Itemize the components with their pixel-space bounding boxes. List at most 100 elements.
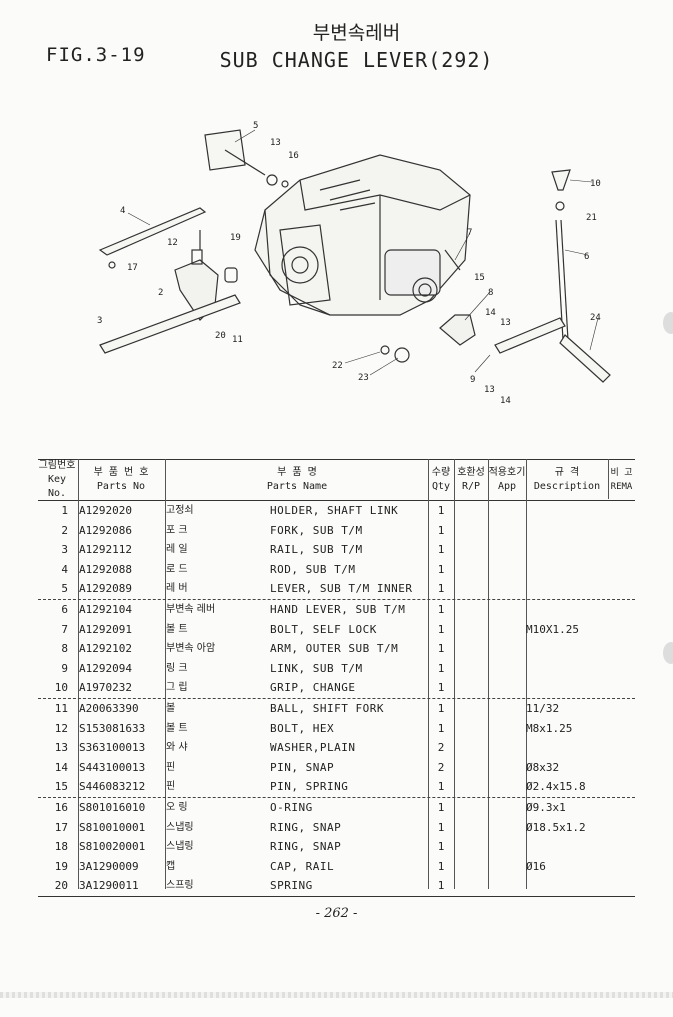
part-number: A1292086	[79, 523, 132, 537]
part-name-korean: 포 크	[166, 524, 188, 536]
quantity: 2	[437, 741, 445, 755]
svg-text:2: 2	[158, 288, 163, 298]
column-divider	[526, 459, 527, 889]
quantity: 1	[437, 820, 445, 834]
col-app-ko: 적용호기	[488, 467, 526, 478]
part-name: SPRING	[270, 879, 313, 893]
col-parts-no-en: Parts No	[96, 481, 146, 492]
part-name: WASHER,PLAIN	[270, 741, 356, 755]
part-name: BOLT, SELF LOCK	[270, 622, 377, 636]
hand-lever-drawing	[551, 169, 571, 341]
table-row: 13 S363100013 와 샤 WASHER,PLAIN 2	[38, 738, 635, 758]
svg-text:22: 22	[332, 361, 343, 371]
part-name-korean: 핀	[166, 781, 176, 793]
outer-arm-drawing	[439, 314, 476, 346]
fig-label: FIG.3-19	[46, 44, 146, 66]
description: Ø8x32	[526, 760, 560, 774]
part-name-korean: 볼	[166, 702, 176, 714]
svg-text:23: 23	[358, 373, 369, 383]
scan-edge	[0, 992, 673, 998]
part-name-korean: 핀	[166, 761, 176, 773]
quantity: 1	[437, 582, 445, 596]
quantity: 1	[437, 602, 445, 616]
col-parts-name: 부 품 명 Parts Name	[166, 460, 428, 500]
svg-text:8: 8	[488, 288, 493, 298]
col-description-en: Description	[533, 481, 601, 492]
part-name: BALL, SHIFT FORK	[270, 701, 384, 715]
part-name-korean: 고정쇠	[166, 505, 194, 516]
holder-shaft-link-drawing	[204, 129, 289, 188]
part-number: A20063390	[79, 701, 139, 715]
key-no: 15	[54, 780, 68, 794]
column-divider	[454, 459, 455, 889]
part-name: RAIL, SUB T/M	[270, 543, 363, 557]
quantity: 1	[437, 701, 445, 715]
col-rp-ko: 호환성	[457, 467, 485, 478]
quantity: 1	[437, 562, 445, 576]
column-divider	[78, 459, 79, 889]
part-name: LEVER, SUB T/M INNER	[270, 582, 413, 596]
column-divider	[608, 459, 609, 499]
parts-table: 그림번호 Key No. 부 품 번 호 Parts No 부 품 명 Part…	[38, 459, 635, 897]
key-no: 8	[61, 642, 68, 656]
svg-text:19: 19	[230, 233, 241, 243]
col-qty: 수량 Qty	[428, 460, 454, 500]
part-name: PIN, SNAP	[270, 760, 335, 774]
col-remark-ko: 비 고	[610, 468, 633, 478]
svg-text:13: 13	[270, 138, 281, 148]
title-english: SUB CHANGE LEVER(292)	[219, 48, 494, 72]
svg-text:20: 20	[215, 331, 226, 341]
column-divider	[428, 459, 429, 889]
col-remark: 비 고 REMA	[608, 460, 635, 500]
part-name-korean: 와 샤	[166, 742, 188, 754]
svg-text:13: 13	[484, 385, 495, 395]
quantity: 1	[437, 523, 445, 537]
part-number: S801016010	[79, 800, 146, 814]
part-number: A1970232	[79, 681, 132, 695]
svg-text:21: 21	[586, 213, 597, 223]
quantity: 2	[437, 760, 445, 774]
part-name: ARM, OUTER SUB T/M	[270, 642, 399, 656]
quantity: 1	[437, 859, 445, 873]
part-number: 3A1290009	[79, 859, 139, 873]
key-no: 13	[54, 741, 68, 755]
key-no: 2	[61, 523, 68, 537]
col-description: 규 격 Description	[526, 460, 608, 500]
callout-leaders	[127, 129, 599, 376]
part-number: S810020001	[79, 840, 146, 854]
part-number: S153081633	[79, 721, 146, 735]
quantity: 1	[437, 622, 445, 636]
part-number: A1292020	[79, 504, 132, 517]
part-number: A1292088	[79, 562, 132, 576]
key-no: 3	[61, 543, 68, 557]
part-name-korean: 링 크	[166, 662, 188, 674]
col-qty-ko: 수량	[431, 467, 451, 478]
part-number: S363100013	[79, 741, 146, 755]
description: M8x1.25	[526, 721, 573, 735]
punch-hole	[663, 642, 673, 664]
quantity: 1	[437, 661, 445, 675]
part-name: HOLDER, SHAFT LINK	[270, 504, 399, 517]
col-description-ko: 규 격	[554, 467, 580, 478]
col-remark-en: REMA	[610, 482, 633, 492]
title-korean: 부변속레버	[312, 22, 401, 44]
col-key-ko: 그림번호	[38, 460, 76, 471]
part-name-korean: 볼 트	[166, 623, 188, 635]
part-name: HAND LEVER, SUB T/M	[270, 602, 406, 616]
svg-text:10: 10	[590, 179, 601, 189]
quantity: 1	[437, 879, 445, 893]
key-no: 18	[54, 840, 68, 854]
part-number: A1292091	[79, 622, 132, 636]
part-name-korean: 부변속 아암	[166, 643, 216, 655]
col-parts-name-en: Parts Name	[266, 481, 328, 492]
part-name-korean: 스냅링	[166, 841, 194, 853]
part-number: A1292104	[79, 602, 132, 616]
svg-text:14: 14	[500, 396, 511, 406]
